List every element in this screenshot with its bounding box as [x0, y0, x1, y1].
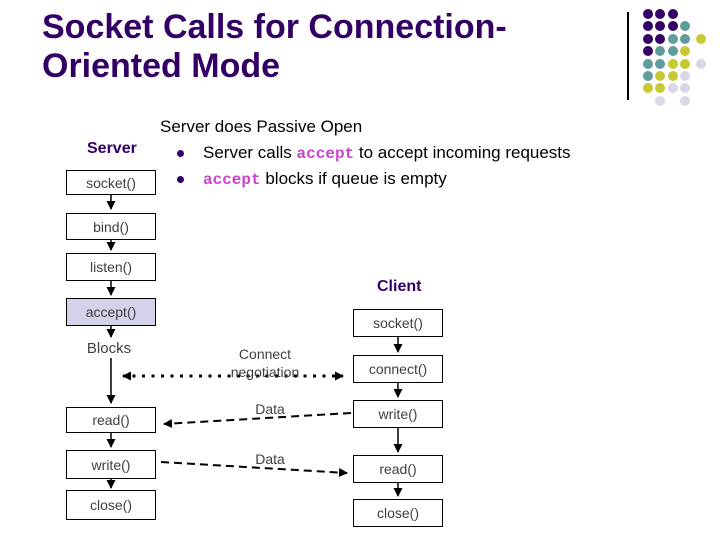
client-connect-box: connect() [353, 355, 443, 383]
decor-dot [643, 58, 653, 69]
decor-dot [655, 71, 666, 81]
code-accept: accept [203, 171, 261, 189]
decor-dot [680, 83, 691, 94]
decor-dot [667, 83, 678, 94]
decor-dot [695, 33, 706, 44]
server-accept-box: accept() [66, 298, 156, 326]
decor-dot [680, 95, 691, 106]
decor-dot [655, 21, 666, 32]
connect-negotiation-line1: Connect [238, 346, 292, 362]
code-accept: accept [296, 145, 355, 163]
decor-dot [655, 9, 666, 19]
client-close-box: close() [353, 499, 443, 527]
client-read-box: read() [353, 455, 443, 483]
decor-vertical-rule [627, 12, 629, 100]
decor-dot [655, 95, 666, 106]
decor-dot [680, 46, 691, 57]
connect-negotiation-line2: negotiation [230, 364, 300, 380]
slide-title-line1: Socket Calls for Connection- [42, 8, 507, 46]
server-socket-box: socket() [66, 170, 156, 195]
bullet-text-post: blocks if queue is empty [260, 169, 447, 188]
server-write-box: write() [66, 450, 156, 479]
decor-dot [643, 9, 653, 19]
connect-negotiation-label: Connect negotiation [215, 345, 315, 381]
decor-dot [667, 33, 678, 44]
bullet-icon [177, 150, 184, 157]
slide-title: Socket Calls for Connection- Oriented Mo… [42, 8, 622, 86]
decor-dot [667, 46, 678, 57]
decor-dot [655, 33, 666, 44]
intro-heading: Server does Passive Open [160, 117, 363, 136]
decor-dot [695, 58, 706, 69]
bullet-text-pre: Server calls [203, 143, 297, 162]
data-label-lower: Data [255, 451, 285, 467]
bullet-text-post: to accept incoming requests [354, 143, 571, 162]
decor-dot [667, 9, 678, 19]
decor-dot [643, 33, 653, 44]
decor-dot [680, 33, 691, 44]
server-bind-box: bind() [66, 213, 156, 240]
decor-dot [667, 71, 678, 81]
decor-dot [680, 58, 691, 69]
bullet-icon [177, 176, 184, 183]
data-label-upper: Data [255, 401, 285, 417]
blocks-label: Blocks [86, 340, 132, 357]
decor-dot [655, 58, 666, 69]
server-label: Server [87, 140, 137, 157]
decor-dot [680, 21, 691, 32]
decor-dot [643, 46, 653, 57]
decor-dot [655, 83, 666, 94]
server-close-box: close() [66, 490, 156, 520]
bullet-item: Server calls accept to accept incoming r… [203, 143, 571, 163]
slide-title-line2: Oriented Mode [42, 47, 281, 85]
decor-dot [680, 71, 691, 81]
decor-dot [643, 83, 653, 94]
client-label: Client [377, 278, 422, 295]
bullet-item: accept blocks if queue is empty [203, 169, 447, 189]
client-write-box: write() [353, 400, 443, 428]
server-listen-box: listen() [66, 253, 156, 281]
decor-dot [643, 71, 653, 81]
decor-dot [643, 21, 653, 32]
decor-dot [667, 58, 678, 69]
decor-dot [667, 21, 678, 32]
client-socket-box: socket() [353, 309, 443, 337]
server-read-box: read() [66, 407, 156, 433]
decor-dot [655, 46, 666, 57]
